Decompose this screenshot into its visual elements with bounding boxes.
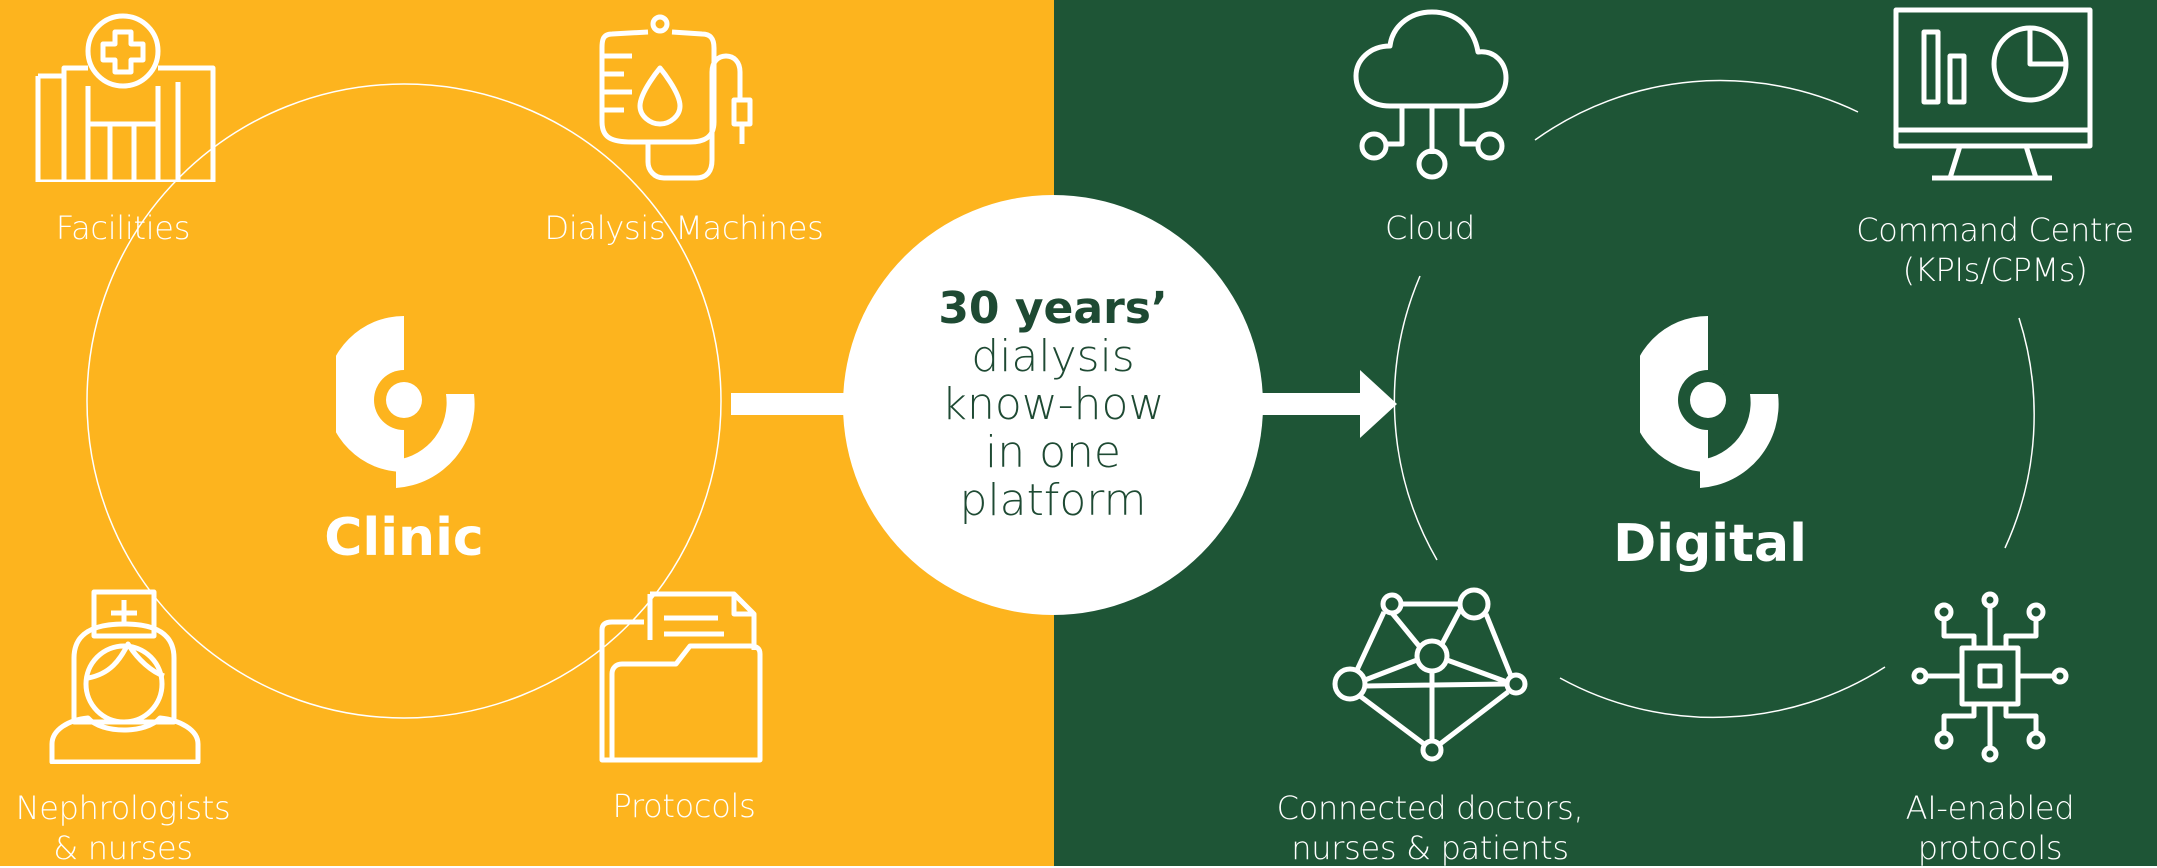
monitor-chart-icon <box>1893 7 2093 181</box>
clinic-logo-icon <box>336 316 475 488</box>
right-arrowhead <box>1360 370 1397 438</box>
iv-drip-icon <box>599 14 753 181</box>
network-nodes-icon <box>1332 587 1528 762</box>
center-line-4: in one <box>985 427 1121 478</box>
clinic-title: Clinic <box>324 508 484 568</box>
clinic-orbit-circle <box>86 83 722 719</box>
nephrologists-nurses-label: Nephrologists & nurses <box>15 789 231 867</box>
command-centre-label: Command Centre (KPIs/CPMs) <box>1856 211 2134 289</box>
left-connector-bar <box>731 393 851 415</box>
nurse-icon <box>49 589 201 764</box>
center-line-1: 30 years’ <box>938 283 1168 334</box>
cloud-network-icon <box>1353 9 1509 180</box>
ai-enabled-protocols-label: AI-enabled protocols <box>1905 789 2075 867</box>
digital-orbit-arc-top <box>1534 79 1859 141</box>
digital-title: Digital <box>1613 514 1807 574</box>
protocols-label: Protocols <box>612 787 756 825</box>
digital-orbit-arc-bottom <box>1559 666 1886 719</box>
center-line-3: know-how <box>941 379 1165 430</box>
center-line-5: platform <box>959 475 1147 526</box>
digital-orbit-arc-right <box>2004 317 2035 549</box>
digital-logo-icon <box>1640 316 1779 488</box>
cloud-label: Cloud <box>1385 209 1475 247</box>
folder-documents-icon <box>599 591 763 763</box>
ai-chip-icon <box>1911 591 2069 763</box>
center-message-circle: 30 years’ dialysis know-how in one platf… <box>843 195 1263 615</box>
dialysis-machines-label: Dialysis Machines <box>544 209 824 247</box>
facilities-label: Facilities <box>55 209 191 247</box>
digital-orbit-arc-left <box>1393 275 1438 561</box>
center-line-2: dialysis <box>971 331 1135 382</box>
right-connector-bar <box>1255 393 1365 415</box>
hospital-icon <box>35 13 216 182</box>
connected-doctors-label: Connected doctors, nurses & patients <box>1276 789 1584 867</box>
